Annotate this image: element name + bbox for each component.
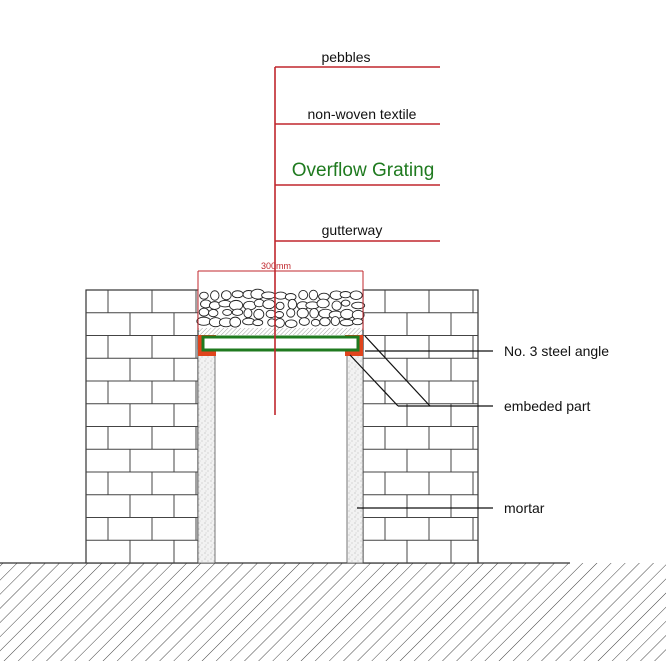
pebble bbox=[198, 307, 210, 317]
pebble bbox=[196, 316, 212, 326]
pebble bbox=[284, 319, 298, 328]
label-textile: non-woven textile bbox=[308, 106, 417, 122]
pebble bbox=[309, 308, 319, 319]
pebble bbox=[319, 317, 331, 327]
pebble bbox=[298, 289, 309, 300]
label-embedded-part: embeded part bbox=[504, 398, 591, 414]
pebble bbox=[275, 301, 285, 311]
pebble bbox=[296, 307, 309, 319]
label-overflow-grating: Overflow Grating bbox=[292, 160, 435, 181]
pebble bbox=[231, 290, 244, 299]
left-mortar-strip bbox=[197, 349, 216, 564]
pebble bbox=[286, 308, 296, 318]
right-brick-wall bbox=[362, 289, 479, 564]
dimension-label: 300mm bbox=[261, 261, 291, 271]
pebble bbox=[208, 301, 221, 310]
pebble bbox=[331, 300, 342, 311]
pebble bbox=[340, 308, 354, 320]
leader-lines bbox=[274, 66, 440, 415]
label-mortar: mortar bbox=[504, 500, 545, 516]
pebble bbox=[298, 317, 310, 326]
pebble bbox=[231, 308, 244, 316]
pebble bbox=[229, 316, 242, 328]
pebble bbox=[349, 290, 363, 300]
pebble bbox=[210, 290, 220, 301]
pebble bbox=[351, 301, 366, 310]
pebble bbox=[330, 316, 340, 327]
pebbles bbox=[196, 288, 366, 328]
label-pebbles: pebbles bbox=[321, 49, 370, 65]
right-mortar-strip bbox=[346, 349, 364, 564]
pebble bbox=[222, 308, 233, 316]
overflow-grating bbox=[201, 335, 360, 352]
pebble bbox=[199, 291, 209, 300]
pebble bbox=[308, 289, 319, 301]
pebble bbox=[243, 308, 253, 319]
pebble bbox=[340, 299, 351, 307]
pebble bbox=[253, 308, 265, 320]
pebble bbox=[208, 309, 219, 318]
pebble bbox=[310, 318, 321, 327]
pebble bbox=[274, 311, 285, 319]
pebble bbox=[316, 298, 330, 309]
pebble bbox=[287, 298, 298, 310]
pebble bbox=[339, 319, 354, 327]
pebble bbox=[274, 291, 288, 300]
pebble bbox=[274, 318, 285, 328]
left-brick-wall bbox=[85, 289, 199, 564]
ground-hatch bbox=[0, 563, 666, 661]
pebble bbox=[339, 291, 352, 299]
pebble bbox=[262, 299, 276, 310]
non-woven-textile bbox=[198, 328, 363, 335]
pebble bbox=[351, 318, 364, 326]
label-steel-angle: No. 3 steel angle bbox=[504, 343, 609, 359]
label-gutterway: gutterway bbox=[322, 222, 383, 238]
pebble bbox=[261, 291, 276, 300]
right-leaders bbox=[349, 335, 493, 509]
pebble bbox=[252, 319, 264, 327]
pebble bbox=[221, 290, 232, 301]
